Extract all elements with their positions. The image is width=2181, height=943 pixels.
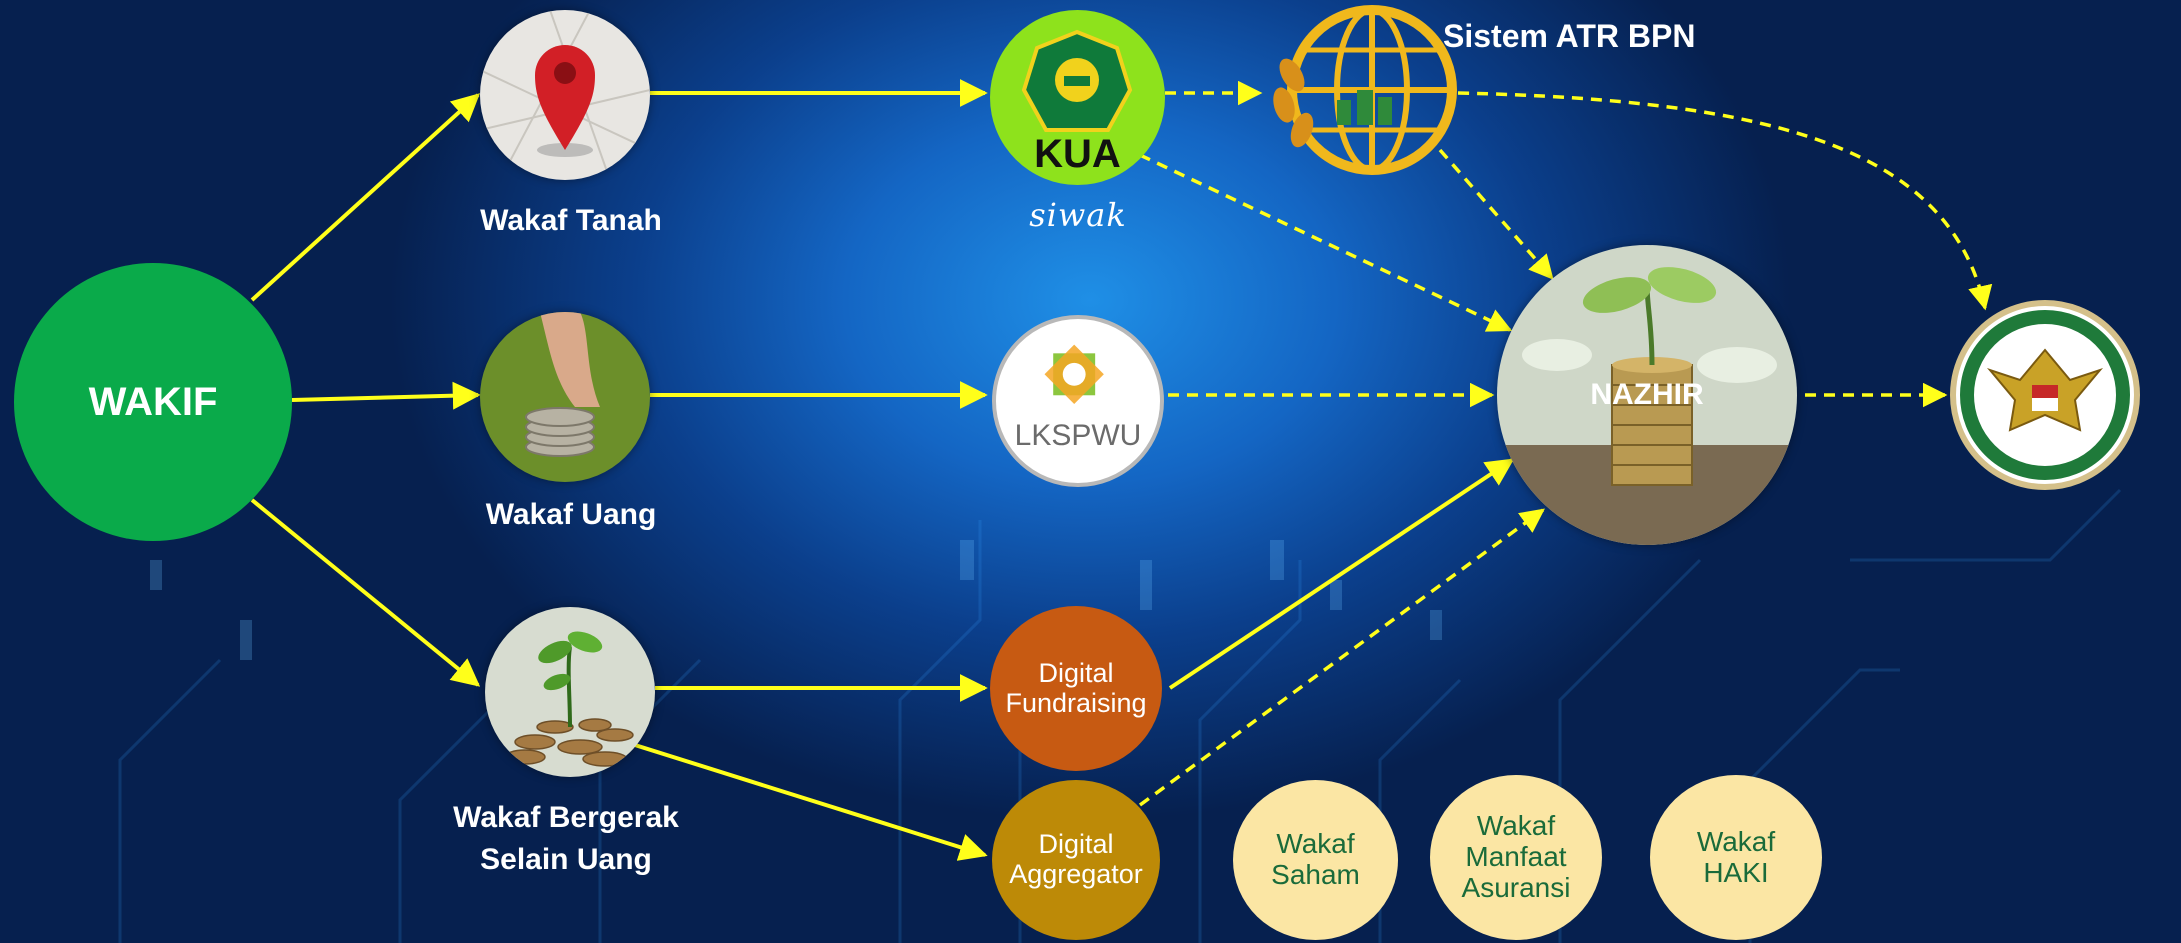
- wakaf-tanah-image: [480, 10, 650, 180]
- arrow-fundraising-nazhir: [1168, 458, 1515, 690]
- nazhir-plant-coins-image: [1497, 245, 1797, 545]
- wakaf-tanah-label: Wakaf Tanah: [480, 204, 662, 237]
- garuda-emblem-icon: [1960, 310, 2130, 480]
- wakaf-haki-line1: Wakaf: [1696, 825, 1776, 857]
- arrow-wakif-uang: [291, 381, 481, 410]
- wakaf-saham-line1: Wakaf: [1276, 828, 1355, 860]
- wakaf-manfaat-asuransi-node: Wakaf Manfaat Asuransi: [1430, 775, 1602, 940]
- map-pin-icon: [480, 10, 650, 180]
- wakaf-manfaat-line1: Wakaf: [1476, 810, 1556, 842]
- arrow-bergerak-aggregator: [634, 743, 988, 861]
- wakaf-saham-node: Wakaf Saham: [1233, 780, 1398, 940]
- atr-bpn-logo: [1262, 5, 1457, 185]
- wakaf-saham-line2: Saham: [1271, 859, 1360, 890]
- lkspwu-star-icon: [1044, 344, 1104, 404]
- wakaf-bergerak-image: [485, 607, 655, 777]
- atr-bpn-label: Sistem ATR BPN: [1443, 18, 1696, 54]
- wakaf-haki-line2: HAKI: [1703, 856, 1769, 888]
- digital-aggregator-node: Digital Aggregator: [992, 780, 1160, 940]
- arrow-wakif-tanah: [250, 93, 481, 302]
- kua-node: KUA: [990, 10, 1165, 185]
- wakaf-uang-image: [480, 312, 650, 482]
- globe-icon: [1273, 5, 1457, 175]
- nazhir-node: NAZHIR: [1497, 245, 1797, 545]
- sprout-coins-icon: [485, 607, 655, 777]
- digital-aggregator-line2: Aggregator: [1009, 859, 1143, 889]
- wakaf-manfaat-line2: Manfaat: [1465, 841, 1567, 873]
- digital-fundraising-line2: Fundraising: [1005, 687, 1147, 718]
- digital-aggregator-line1: Digital: [1038, 829, 1114, 860]
- lkspwu-label: LKSPWU: [1014, 419, 1142, 452]
- kua-label: KUA: [1034, 132, 1121, 176]
- bwi-label: BWI: [2017, 440, 2073, 465]
- wakaf-bergerak-label: Wakaf Bergerak Selain Uang: [453, 800, 679, 878]
- nazhir-label: NAZHIR: [1590, 378, 1704, 411]
- wakaf-uang-label: Wakaf Uang: [485, 498, 657, 531]
- wakaf-haki-node: Wakaf HAKI: [1650, 775, 1822, 940]
- wakaf-bergerak-line1: Wakaf Bergerak: [453, 801, 679, 834]
- siwak-logo-label: siwak: [1029, 196, 1127, 234]
- wakaf-bergerak-line2: Selain Uang: [480, 843, 652, 876]
- wakif-label: WAKIF: [88, 379, 218, 424]
- wakif-node: WAKIF: [14, 263, 292, 541]
- bwi-logo: BWI: [1950, 300, 2140, 490]
- digital-fundraising-node: Digital Fundraising: [990, 606, 1162, 771]
- kemenag-emblem-icon: [1021, 29, 1133, 132]
- lkspwu-node: LKSPWU: [992, 315, 1164, 487]
- arrow-aggregator-nazhir: [1138, 508, 1545, 807]
- wakaf-manfaat-line3: Asuransi: [1461, 871, 1571, 903]
- coin-stack-icon: [480, 312, 650, 482]
- digital-fundraising-line1: Digital: [1038, 657, 1114, 688]
- arrow-wakif-bergerak: [250, 498, 481, 687]
